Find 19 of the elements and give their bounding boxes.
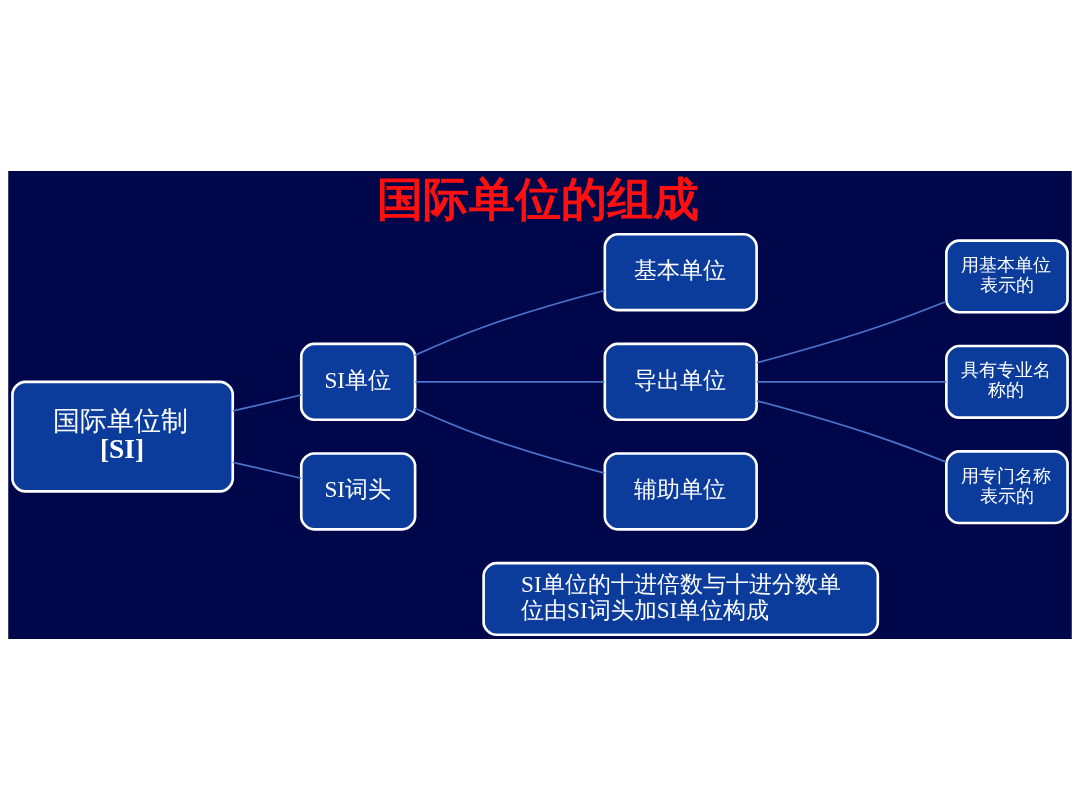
node-box: SI词头 <box>299 452 417 531</box>
node-box: 导出单位 <box>603 342 758 422</box>
node-box: 辅助单位 <box>603 452 758 531</box>
node-box: 用专门名称表示的 <box>945 450 1069 525</box>
node-box: 具有专业名称的 <box>945 344 1069 419</box>
connector <box>232 394 302 412</box>
connector <box>414 407 606 474</box>
node-box: 国际单位制 [SI] <box>11 380 235 493</box>
connector <box>232 461 302 480</box>
connector <box>755 300 947 364</box>
node-box: 用基本单位表示的 <box>945 239 1069 314</box>
node-box: SI单位的十进倍数与十进分数单位由SI词头加SI单位构成 <box>482 561 880 637</box>
connector <box>414 289 606 356</box>
connector <box>414 380 606 383</box>
node-box: SI单位 <box>299 342 417 422</box>
connector <box>756 380 948 383</box>
diagram-title: 国际单位的组成 <box>376 174 699 226</box>
connector <box>755 400 947 463</box>
node-box: 基本单位 <box>603 232 758 312</box>
